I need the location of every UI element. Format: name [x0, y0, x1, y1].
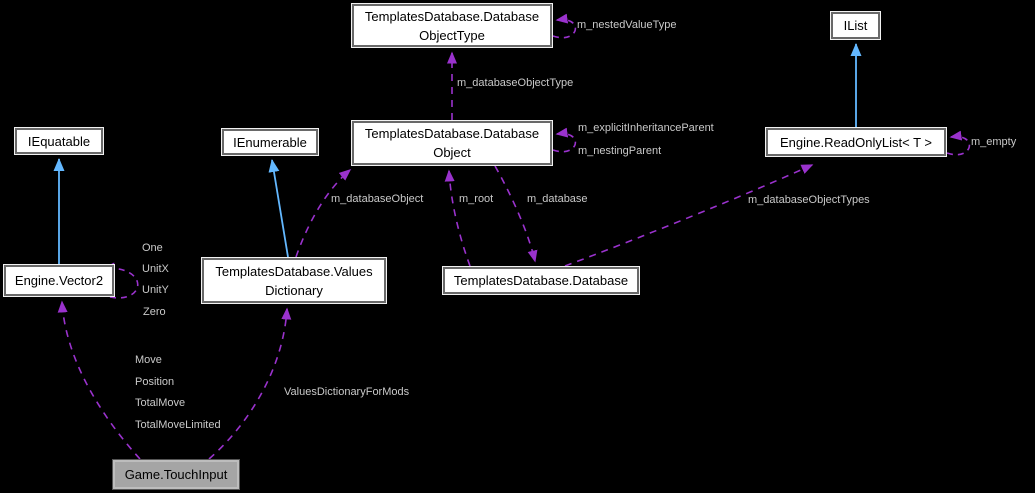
usage-selfloop-m-nested-value-type — [552, 13, 577, 39]
edge-label-move: Move — [135, 354, 162, 366]
edge-label-position: Position — [135, 376, 175, 388]
class-node-label: IList — [843, 18, 868, 33]
class-node-label: TemplatesDatabase.Values — [215, 263, 373, 279]
class-node-label: IEnumerable — [233, 134, 307, 150]
edge-label-m-nesting-parent: m_nestingParent — [578, 145, 662, 157]
edge-label-values-dictionary-for-mods: ValuesDictionaryForMods — [284, 386, 410, 398]
inheritance-edge-valuesdictionary-ienumerable — [268, 159, 289, 258]
usage-edge-m-database-object — [295, 169, 352, 258]
class-node-templatesdatabase-databaseobjecttype[interactable]: TemplatesDatabase.Database ObjectType — [352, 4, 552, 47]
edge-label-m-database: m_database — [527, 193, 588, 205]
class-node-templatesdatabase-databaseobject[interactable]: TemplatesDatabase.Database Object — [352, 121, 552, 165]
edge-label-m-database-object-type: m_databaseObjectType — [457, 77, 574, 89]
usage-edge-touchinput-vector2 — [57, 300, 141, 460]
class-node-label: Dictionary — [265, 282, 323, 298]
edge-label-one: One — [142, 242, 163, 254]
edge-label-unity: UnitY — [142, 284, 169, 296]
edge-label-total-move-limited: TotalMoveLimited — [135, 419, 221, 431]
usage-edge-m-root — [444, 169, 471, 267]
usage-selfloop-vector2-statics — [102, 262, 139, 299]
edge-label-m-explicit-inheritance-parent: m_explicitInheritanceParent — [578, 122, 714, 134]
class-node-engine-readonlylist[interactable]: Engine.ReadOnlyList< T > — [766, 128, 946, 156]
edge-label-unitx: UnitX — [142, 263, 169, 275]
class-node-label: ObjectType — [419, 27, 485, 43]
usage-selfloop-db-object-parents — [552, 127, 577, 153]
class-node-ilist[interactable]: IList — [831, 12, 880, 39]
edge-label-m-database-object-types: m_databaseObjectTypes — [748, 194, 870, 206]
usage-edge-m-database — [494, 165, 538, 263]
class-node-label: TemplatesDatabase.Database — [364, 126, 540, 141]
class-node-label: Object — [433, 145, 471, 160]
class-node-iequatable[interactable]: IEquatable — [15, 128, 103, 154]
edge-label-m-root: m_root — [459, 193, 494, 205]
class-node-label: Engine.Vector2 — [14, 273, 104, 288]
class-node-label: Engine.ReadOnlyList< T > — [779, 134, 932, 150]
class-node-label: TemplatesDatabase.Database — [364, 8, 540, 24]
edge-label-m-nested-value-type: m_nestedValueType — [577, 19, 677, 31]
class-node-label: Game.TouchInput — [124, 467, 228, 482]
class-node-ienumerable[interactable]: IEnumerable — [222, 129, 318, 155]
class-node-templatesdatabase-valuesdictionary[interactable]: TemplatesDatabase.Values Dictionary — [202, 258, 386, 303]
class-node-templatesdatabase-database[interactable]: TemplatesDatabase.Database — [443, 267, 639, 294]
usage-selfloop-m-empty — [946, 130, 971, 156]
class-node-game-touchinput-current[interactable]: Game.TouchInput — [113, 460, 239, 489]
class-node-engine-vector2[interactable]: Engine.Vector2 — [4, 265, 114, 296]
edge-label-m-database-object: m_databaseObject — [331, 193, 424, 205]
edge-label-zero: Zero — [143, 306, 166, 318]
class-node-label: TemplatesDatabase.Database — [453, 273, 629, 288]
usage-edge-m-database-object-types — [564, 164, 814, 267]
edge-label-m-empty: m_empty — [971, 136, 1017, 148]
edge-label-total-move: TotalMove — [135, 397, 186, 409]
usage-edge-touchinput-valuesdictionary — [208, 307, 292, 460]
class-node-label: IEquatable — [27, 133, 91, 149]
